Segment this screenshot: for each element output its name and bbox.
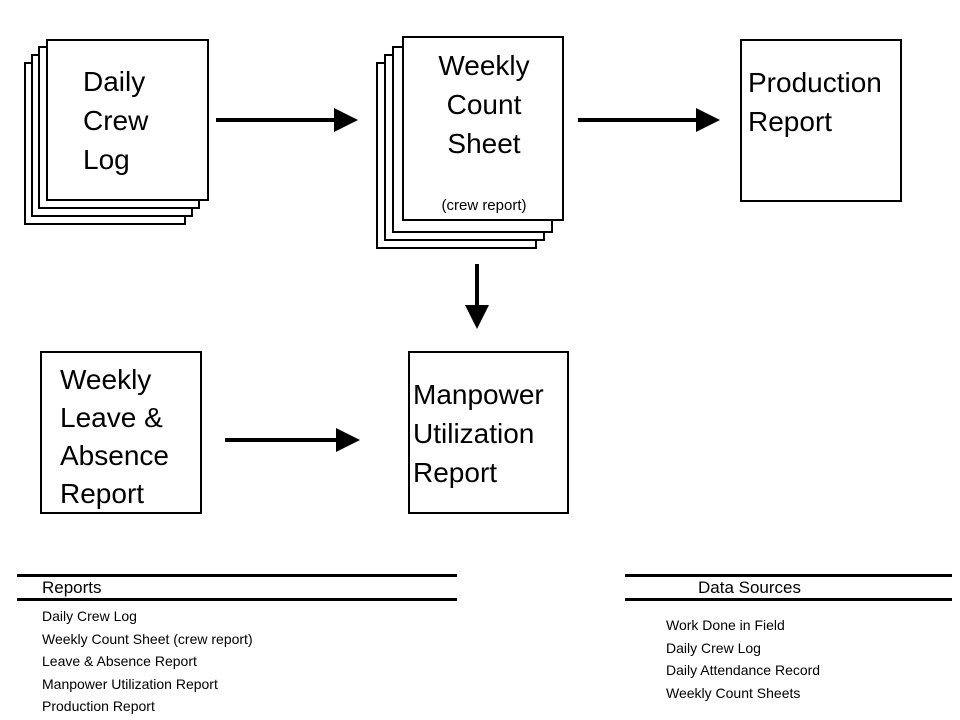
list-item: Daily Crew Log <box>42 608 137 624</box>
weekly-count-sheet-label-2: Count <box>447 89 522 120</box>
daily-crew-log-label-2: Crew <box>83 105 149 136</box>
list-item: Work Done in Field <box>666 617 785 633</box>
list-item: Weekly Count Sheet (crew report) <box>42 630 253 647</box>
leave-absence-label-1: Weekly <box>60 364 151 395</box>
doc-sheet-front <box>402 36 564 221</box>
production-report-label-2: Report <box>748 106 832 137</box>
leave-absence-label-2: Leave & <box>60 402 163 433</box>
production-report-box: Production Report <box>740 39 902 202</box>
reports-rule-top <box>17 574 457 577</box>
reports-rule-bottom <box>17 598 457 601</box>
manpower-label-1: Manpower <box>413 379 544 410</box>
data-sources-list: Work Done in Field Daily Crew Log Daily … <box>666 614 820 704</box>
weekly-count-sheet-label-1: Weekly <box>438 50 529 81</box>
reports-heading: Reports <box>42 578 102 597</box>
list-item: Daily Crew Log <box>666 639 761 656</box>
weekly-count-sheet-stack: Weekly Count Sheet (crew report) <box>376 36 564 249</box>
manpower-report-box: Manpower Utilization Report <box>408 351 569 514</box>
list-item: Manpower Utilization Report <box>42 675 218 692</box>
manpower-label-2: Utilization <box>413 418 534 449</box>
manpower-label-3: Report <box>413 457 497 488</box>
data-sources-rule-bottom <box>625 598 952 601</box>
daily-crew-log-label-3: Log <box>83 144 130 175</box>
report-box <box>40 351 202 514</box>
leave-absence-label-3: Absence <box>60 440 169 471</box>
leave-absence-label-4: Report <box>60 478 144 509</box>
production-report-label-1: Production <box>748 67 882 98</box>
weekly-count-sheet-note: (crew report) <box>441 197 526 214</box>
doc-sheet-front <box>46 39 209 201</box>
daily-crew-log-label-1: Daily <box>83 66 145 97</box>
list-item: Weekly Count Sheets <box>666 684 801 701</box>
list-item: Daily Attendance Record <box>666 662 821 678</box>
data-sources-rule-top <box>625 574 952 577</box>
reports-list: Daily Crew Log Weekly Count Sheet (crew … <box>42 605 253 718</box>
list-item: Leave & Absence Report <box>42 653 197 669</box>
report-box <box>740 39 902 202</box>
leave-absence-report-box: Weekly Leave & Absence Report <box>40 351 202 514</box>
daily-crew-log-stack: Daily Crew Log <box>24 39 209 225</box>
weekly-count-sheet-label-3: Sheet <box>447 128 520 159</box>
list-item: Production Report <box>42 698 155 714</box>
report-box <box>408 351 569 514</box>
data-sources-heading: Data Sources <box>698 578 801 597</box>
